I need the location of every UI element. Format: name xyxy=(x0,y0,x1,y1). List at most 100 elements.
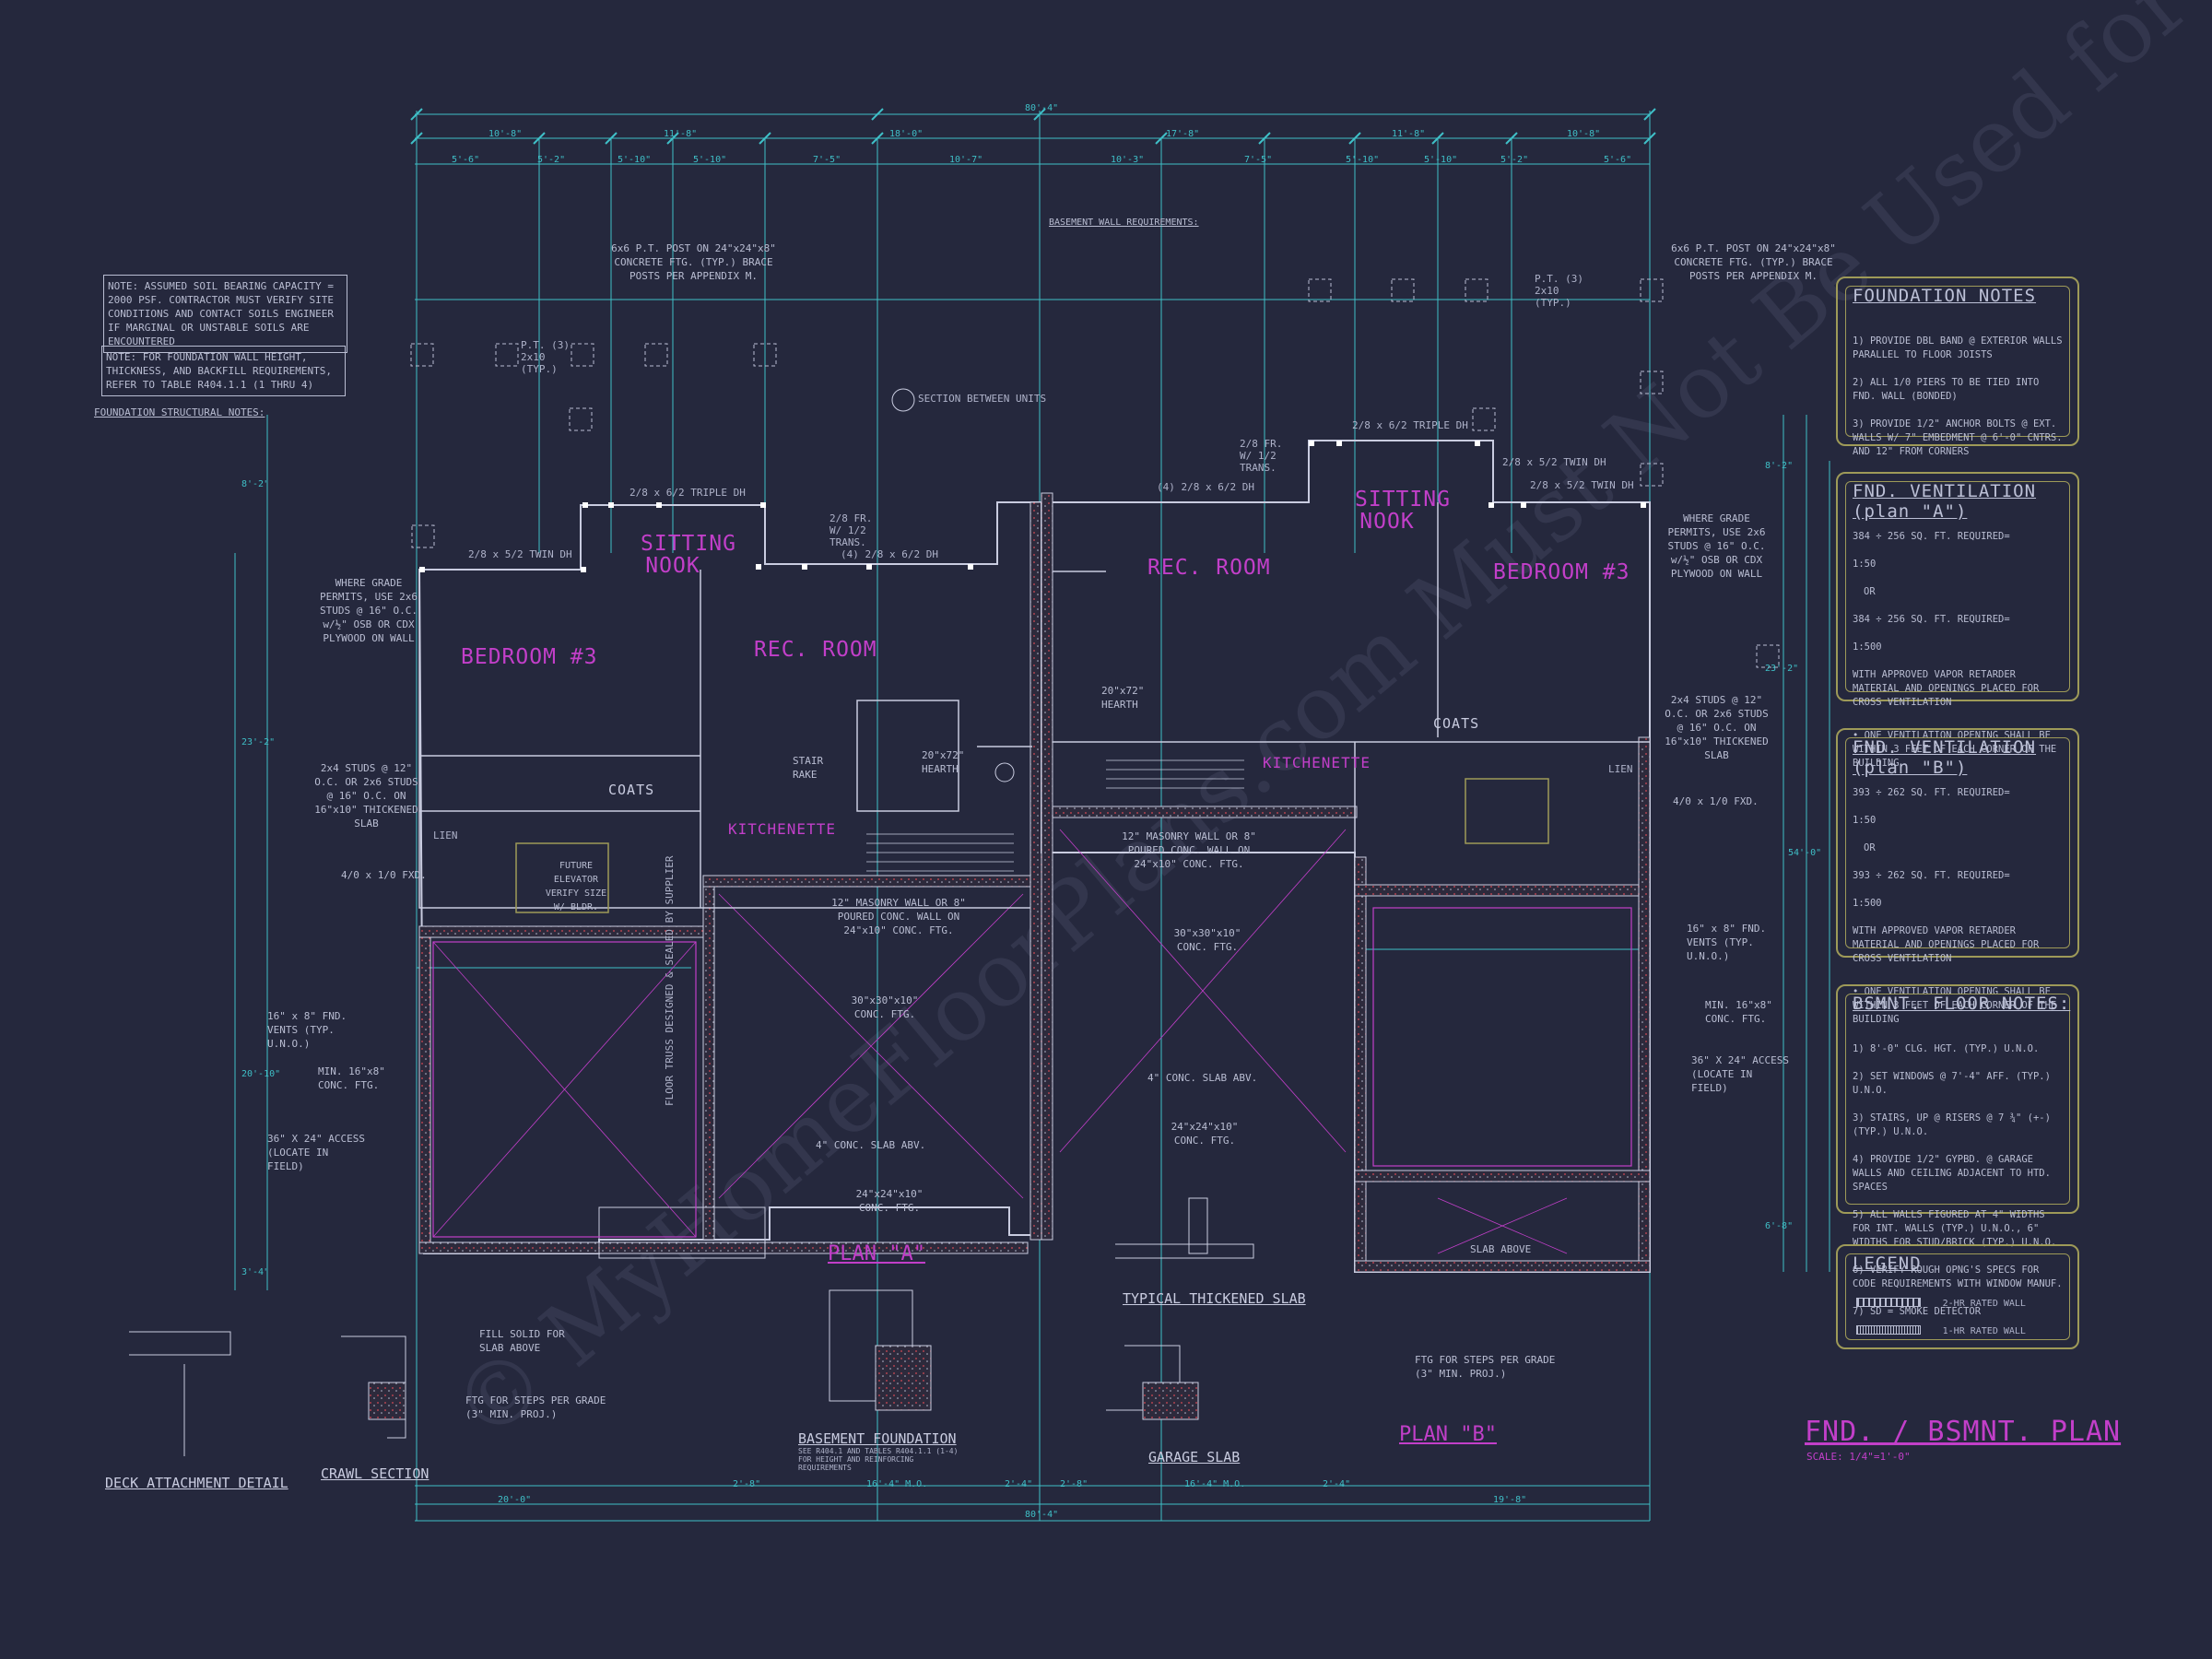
legend-label: 2-HR RATED WALL xyxy=(1942,1299,2026,1309)
room-rec-b: REC. ROOM xyxy=(1147,556,1271,580)
dim-top2: 5'-2" xyxy=(1500,155,1529,165)
conc-24-note-b: 24"x24"x10" CONC. FTG. xyxy=(1171,1121,1239,1147)
vents-note-right: 16" x 8" FND. VENTS (TYP. U.N.O.) xyxy=(1687,923,1767,962)
section-between-units: SECTION BETWEEN UNITS xyxy=(918,393,1047,405)
dim-top: 10'-8" xyxy=(488,129,523,139)
vent-line: 384 ÷ 256 SQ. FT. REQUIRED= xyxy=(1853,531,2010,542)
room-rec-a: REC. ROOM xyxy=(754,638,877,662)
room-bedroom-a: BEDROOM #3 xyxy=(461,645,598,669)
dim-top2: 10'-7" xyxy=(949,155,983,165)
plan-a-label: PLAN "A" xyxy=(828,1242,925,1265)
slab-abv-note: 4" CONC. SLAB ABV. xyxy=(816,1139,926,1151)
dim-top2: 5'-6" xyxy=(452,155,480,165)
post-note-right: 6x6 P.T. POST ON 24"x24"x8" CONCRETE FTG… xyxy=(1671,242,1836,282)
studs-note-right: 2x4 STUDS @ 12" O.C. OR 2x6 STUDS @ 16" … xyxy=(1665,694,1769,761)
vent-line: 393 ÷ 262 SQ. FT. REQUIRED= xyxy=(1853,870,2010,881)
window-label: 2/8 FR. W/ 1/2 TRANS. xyxy=(1240,438,1283,474)
bsmnt-note-line: 1) 8'-0" CLG. HGT. (TYP.) U.N.O. xyxy=(1853,1043,2040,1054)
piers xyxy=(410,278,1780,668)
dim-left: 3'-4" xyxy=(241,1267,270,1277)
ventilation-b-panel: FND. VENTILATION (plan "B") 393 ÷ 262 SQ… xyxy=(1836,728,2079,1025)
vent-line: 1:50 xyxy=(1853,815,1877,826)
dim-left: 20'-10" xyxy=(241,1069,281,1079)
vent-line: 1:50 xyxy=(1853,559,1877,570)
dim-left: 8'-2" xyxy=(241,479,270,489)
dim-bottom: 20'-0" xyxy=(498,1495,532,1505)
conc-ftg-note-right: MIN. 16"x8" CONC. FTG. xyxy=(1705,999,1772,1025)
slab-above-note: SLAB ABOVE xyxy=(1470,1243,1532,1255)
vents-note-left: 16" x 8" FND. VENTS (TYP. U.N.O.) xyxy=(267,1010,347,1050)
window-label: 2/8 x 5/2 TWIN DH xyxy=(1530,479,1634,491)
pt-label: P.T. (3) 2x10 (TYP.) xyxy=(1535,273,1583,309)
bsmnt-note-line: 2) SET WINDOWS @ 7'-4" AFF. (TYP.) U.N.O… xyxy=(1853,1071,2051,1096)
plan-b-walls xyxy=(1041,440,1651,1273)
dim-top: 18'-0" xyxy=(889,129,924,139)
dim-top: 11'-8" xyxy=(664,129,698,139)
foundation-note-line: 3) PROVIDE 1/2" ANCHOR BOLTS @ EXT. WALL… xyxy=(1853,418,2063,457)
detail-title-crawl-section: CRAWL SECTION xyxy=(321,1465,429,1482)
legend-item: 1-HR RATED WALL xyxy=(1856,1320,2026,1337)
overall-dimension-bottom: 80'-4" xyxy=(1025,1510,1059,1520)
dim-top: 11'-8" xyxy=(1392,129,1426,139)
steps-note-right: FTG FOR STEPS PER GRADE (3" MIN. PROJ.) xyxy=(1415,1354,1556,1380)
structural-notes-title: FOUNDATION STRUCTURAL NOTES: xyxy=(94,406,265,418)
plan-a-walls xyxy=(418,501,1045,1259)
vent-line: 1:500 xyxy=(1853,898,1882,909)
room-kitchenette-a: KITCHENETTE xyxy=(728,820,836,838)
grade-note-left: WHERE GRADE PERMITS, USE 2x6 STUDS @ 16"… xyxy=(320,577,418,644)
foundation-notes-text: 1) PROVIDE DBL BAND @ EXTERIOR WALLS PAR… xyxy=(1853,321,2065,473)
dim-bottom: 2'-4" xyxy=(1005,1479,1033,1489)
detail-title-thickened-slab: TYPICAL THICKENED SLAB xyxy=(1123,1290,1306,1307)
window-label: 2/8 x 5/2 TWIN DH xyxy=(468,548,572,560)
room-bedroom-b: BEDROOM #3 xyxy=(1493,560,1630,584)
elevator-note: FUTURE ELEVATOR VERIFY SIZE W/ BLDR. xyxy=(545,861,607,912)
legend-item: 2-HR RATED WALL xyxy=(1856,1292,2026,1310)
dim-top2: 7'-5" xyxy=(1244,155,1273,165)
vent-line: 384 ÷ 256 SQ. FT. REQUIRED= xyxy=(1853,614,2010,625)
access-note-left: 36" X 24" ACCESS (LOCATE IN FIELD) xyxy=(267,1133,365,1172)
dim-top2: 5'-10" xyxy=(1346,155,1380,165)
sheet-scale: SCALE: 1/4"=1'-0" xyxy=(1806,1451,1911,1463)
legend-label: 1-HR RATED WALL xyxy=(1942,1326,2026,1336)
vent-line: 1:500 xyxy=(1853,641,1882,653)
foundation-notes-panel: FOUNDATION NOTES 1) PROVIDE DBL BAND @ E… xyxy=(1836,276,2079,457)
sheet-title: FND. / BSMNT. PLAN xyxy=(1805,1416,2122,1448)
dim-top: 17'-8" xyxy=(1166,129,1200,139)
hearth-note: 20"x72" HEARTH xyxy=(922,749,965,775)
fixed-note-right: 4/0 x 1/0 FXD. xyxy=(1673,795,1759,807)
dim-bottom: 19'-8" xyxy=(1493,1495,1527,1505)
hearth-note-b: 20"x72" HEARTH xyxy=(1101,685,1145,711)
conc-ftg-note-left: MIN. 16"x8" CONC. FTG. xyxy=(318,1065,385,1091)
conc-30-note-b: 30"x30"x10" CONC. FTG. xyxy=(1173,927,1241,953)
window-label: 2/8 x 6/2 TRIPLE DH xyxy=(1352,419,1468,431)
dim-top2: 10'-3" xyxy=(1111,155,1145,165)
room-coats-b: COATS xyxy=(1433,715,1480,732)
dim-right: 54'-0" xyxy=(1788,848,1822,858)
plan-b-label: PLAN "B" xyxy=(1399,1423,1497,1446)
slab-abv-note-b: 4" CONC. SLAB ABV. xyxy=(1147,1072,1258,1084)
vent-line: OR xyxy=(1864,586,1876,597)
masonry-note-left: 12" MASONRY WALL OR 8" POURED CONC. WALL… xyxy=(831,897,966,936)
window-label: (4) 2/8 x 6/2 DH xyxy=(841,548,938,560)
steps-note-left: FTG FOR STEPS PER GRADE (3" MIN. PROJ.) xyxy=(465,1394,606,1420)
dim-top2: 5'-2" xyxy=(537,155,566,165)
ventilation-b-title: FND. VENTILATION (plan "B") xyxy=(1853,737,2037,778)
room-lien-b: LIEN xyxy=(1608,763,1633,775)
vent-line: WITH APPROVED VAPOR RETARDER MATERIAL AN… xyxy=(1853,669,2040,708)
bsmnt-note-line: 6) VERIFY ROUGH OPNG'S SPECS FOR CODE RE… xyxy=(1853,1265,2063,1289)
access-note-right: 36" X 24" ACCESS (LOCATE IN FIELD) xyxy=(1691,1054,1789,1094)
fill-solid-note: FILL SOLID FOR SLAB ABOVE xyxy=(479,1328,565,1354)
soil-note: NOTE: ASSUMED SOIL BEARING CAPACITY = 20… xyxy=(103,275,347,353)
dim-top2: 5'-6" xyxy=(1604,155,1632,165)
window-marks xyxy=(419,441,1646,572)
vent-line: 393 ÷ 262 SQ. FT. REQUIRED= xyxy=(1853,787,2010,798)
dim-right: 8'-2" xyxy=(1765,461,1794,471)
dim-top2: 5'-10" xyxy=(693,155,727,165)
window-label: (4) 2/8 x 6/2 DH xyxy=(1157,481,1254,493)
dim-top2: 7'-5" xyxy=(813,155,841,165)
post-note-left: 6x6 P.T. POST ON 24"x24"x8" CONCRETE FTG… xyxy=(611,242,776,282)
dim-right: 6'-8" xyxy=(1765,1221,1794,1231)
dim-bottom: 16'-4" M.O. xyxy=(1184,1479,1246,1489)
